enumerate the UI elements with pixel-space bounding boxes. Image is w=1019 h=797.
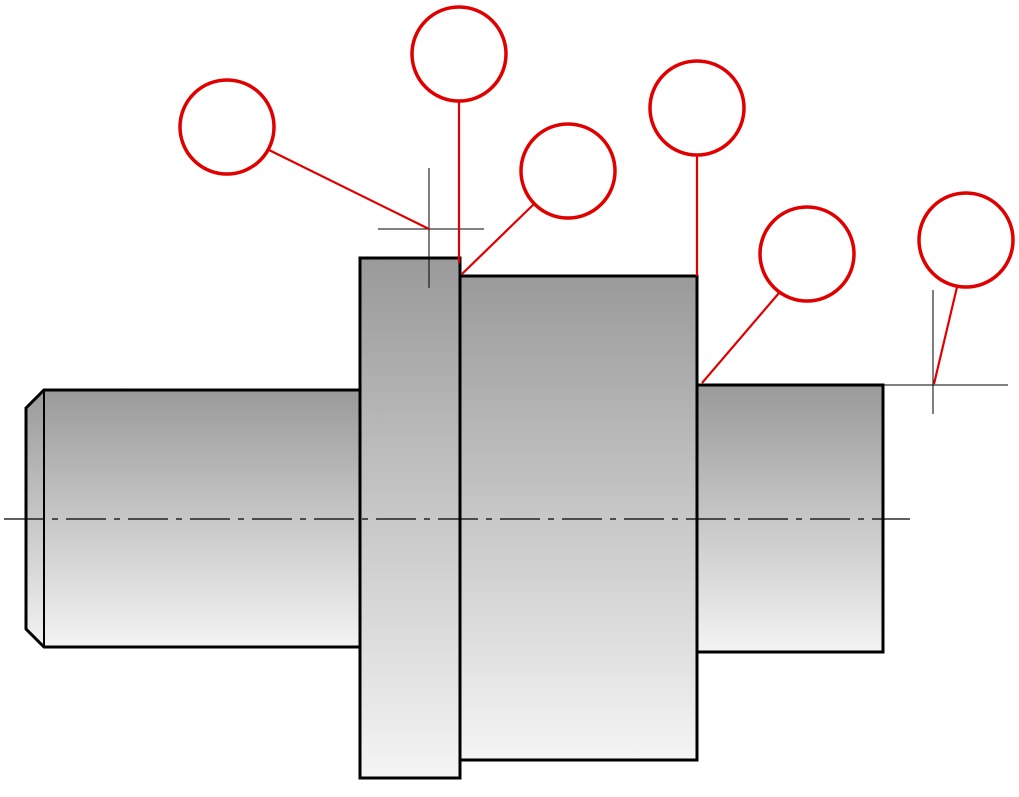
right-shaft-section (695, 383, 885, 654)
leader-line-1 (268, 149, 430, 230)
leader-line-3 (461, 203, 535, 275)
leader-line-5 (701, 292, 780, 384)
balloon-1 (178, 78, 276, 176)
balloon-4 (648, 59, 746, 157)
balloon-6 (917, 191, 1015, 289)
middle-shaft-section (458, 274, 699, 762)
balloon-2 (410, 5, 508, 103)
balloon-5 (758, 205, 856, 303)
balloon-3 (519, 122, 617, 220)
leader-line-6 (932, 286, 959, 385)
flange-section (358, 256, 462, 780)
